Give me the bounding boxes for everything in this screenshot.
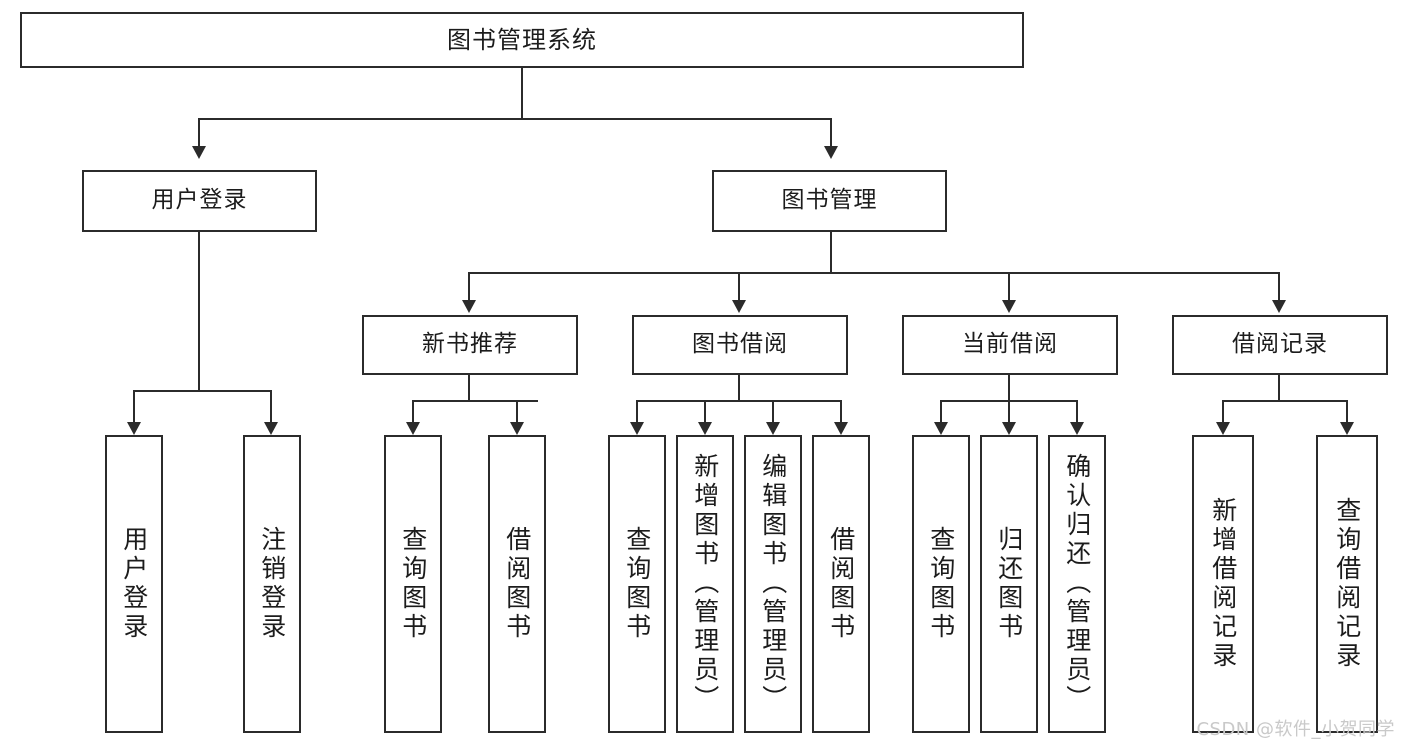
arrowhead-leaf-user-login xyxy=(127,422,141,435)
node-label: 图书管理系统 xyxy=(447,25,597,54)
connector-user-login-drop-1 xyxy=(133,390,135,422)
node-label: 新增图书（管理员） xyxy=(690,453,720,714)
arrowhead-leaf-add-record xyxy=(1216,422,1230,435)
node-leaf-confirm-return[interactable]: 确认归还（管理员） xyxy=(1048,435,1106,733)
connector-book-borrow-drop-3 xyxy=(772,400,774,422)
node-label: 查询图书 xyxy=(926,526,956,642)
connector-root-to-user-login xyxy=(198,118,200,146)
connector-level2-bus xyxy=(468,272,1280,274)
node-leaf-edit-book[interactable]: 编辑图书（管理员） xyxy=(744,435,802,733)
arrowhead-leaf-query-book-3 xyxy=(934,422,948,435)
connector-book-borrow-bus xyxy=(636,400,841,402)
arrowhead-new-book-rec xyxy=(462,300,476,313)
node-label: 新增借阅记录 xyxy=(1208,497,1238,671)
node-label: 图书借阅 xyxy=(692,331,788,358)
node-label: 借阅图书 xyxy=(502,526,532,642)
connector-borrow-record-drop-2 xyxy=(1346,400,1348,422)
connector-root-to-book-manage xyxy=(830,118,832,146)
node-label: 编辑图书（管理员） xyxy=(758,453,788,714)
node-user-login[interactable]: 用户登录 xyxy=(82,170,317,232)
node-leaf-user-login[interactable]: 用户登录 xyxy=(105,435,163,733)
connector-root-stem xyxy=(521,68,523,118)
node-label: 图书管理 xyxy=(781,187,878,214)
connector-drop-current-borrow xyxy=(1008,272,1010,300)
node-label: 查询图书 xyxy=(398,526,428,642)
node-label: 新书推荐 xyxy=(422,331,518,358)
node-current-borrow[interactable]: 当前借阅 xyxy=(902,315,1118,375)
connector-book-borrow-drop-2 xyxy=(704,400,706,422)
connector-borrow-record-drop-1 xyxy=(1222,400,1224,422)
node-label: 注销登录 xyxy=(257,526,287,642)
arrowhead-leaf-return-book xyxy=(1002,422,1016,435)
arrowhead-leaf-confirm-return xyxy=(1070,422,1084,435)
connector-new-book-rec-drop-2 xyxy=(516,400,518,422)
node-label: 当前借阅 xyxy=(962,331,1058,358)
connector-book-borrow-drop-1 xyxy=(636,400,638,422)
node-label: 用户登录 xyxy=(151,187,248,214)
node-label: 确认归还（管理员） xyxy=(1062,453,1092,714)
node-label: 归还图书 xyxy=(994,526,1024,642)
connector-current-borrow-drop-3 xyxy=(1076,400,1078,422)
arrowhead-current-borrow xyxy=(1002,300,1016,313)
arrowhead-book-manage xyxy=(824,146,838,159)
node-leaf-borrow-book-2[interactable]: 借阅图书 xyxy=(812,435,870,733)
connector-new-book-rec-bus xyxy=(412,400,538,402)
arrowhead-borrow-record xyxy=(1272,300,1286,313)
connector-drop-new-book-rec xyxy=(468,272,470,300)
arrowhead-leaf-edit-book xyxy=(766,422,780,435)
connector-book-borrow-stem xyxy=(738,375,740,400)
node-leaf-query-book-1[interactable]: 查询图书 xyxy=(384,435,442,733)
connector-new-book-rec-stem xyxy=(468,375,470,400)
node-borrow-record[interactable]: 借阅记录 xyxy=(1172,315,1388,375)
node-label: 查询借阅记录 xyxy=(1332,497,1362,671)
connector-current-borrow-stem xyxy=(1008,375,1010,400)
arrowhead-leaf-query-record xyxy=(1340,422,1354,435)
node-leaf-add-book[interactable]: 新增图书（管理员） xyxy=(676,435,734,733)
connector-user-login-drop-2 xyxy=(270,390,272,422)
connector-current-borrow-drop-1 xyxy=(940,400,942,422)
node-book-management[interactable]: 图书管理 xyxy=(712,170,947,232)
arrowhead-leaf-add-book xyxy=(698,422,712,435)
connector-drop-borrow-record xyxy=(1278,272,1280,300)
arrowhead-leaf-logout xyxy=(264,422,278,435)
connector-borrow-record-stem xyxy=(1278,375,1280,400)
arrowhead-leaf-query-book-2 xyxy=(630,422,644,435)
node-leaf-add-record[interactable]: 新增借阅记录 xyxy=(1192,435,1254,733)
node-leaf-query-book-2[interactable]: 查询图书 xyxy=(608,435,666,733)
node-new-book-recommend[interactable]: 新书推荐 xyxy=(362,315,578,375)
node-leaf-borrow-book-1[interactable]: 借阅图书 xyxy=(488,435,546,733)
node-label: 查询图书 xyxy=(622,526,652,642)
connector-user-login-bus xyxy=(133,390,272,392)
connector-new-book-rec-drop-1 xyxy=(412,400,414,422)
node-leaf-query-record[interactable]: 查询借阅记录 xyxy=(1316,435,1378,733)
connector-drop-book-borrow xyxy=(738,272,740,300)
node-label: 借阅图书 xyxy=(826,526,856,642)
connector-user-login-stem xyxy=(198,232,200,390)
arrowhead-user-login xyxy=(192,146,206,159)
node-leaf-query-book-3[interactable]: 查询图书 xyxy=(912,435,970,733)
node-label: 用户登录 xyxy=(119,526,149,642)
arrowhead-leaf-query-book-1 xyxy=(406,422,420,435)
node-label: 借阅记录 xyxy=(1232,331,1328,358)
arrowhead-leaf-borrow-book-2 xyxy=(834,422,848,435)
connector-book-borrow-drop-4 xyxy=(840,400,842,422)
connector-root-bus xyxy=(198,118,832,120)
node-root-book-management-system[interactable]: 图书管理系统 xyxy=(20,12,1024,68)
connector-book-manage-stem xyxy=(830,232,832,272)
connector-borrow-record-bus xyxy=(1222,400,1348,402)
arrowhead-leaf-borrow-book-1 xyxy=(510,422,524,435)
node-book-borrow[interactable]: 图书借阅 xyxy=(632,315,848,375)
node-leaf-logout[interactable]: 注销登录 xyxy=(243,435,301,733)
arrowhead-book-borrow xyxy=(732,300,746,313)
connector-current-borrow-drop-2 xyxy=(1008,400,1010,422)
node-leaf-return-book[interactable]: 归还图书 xyxy=(980,435,1038,733)
